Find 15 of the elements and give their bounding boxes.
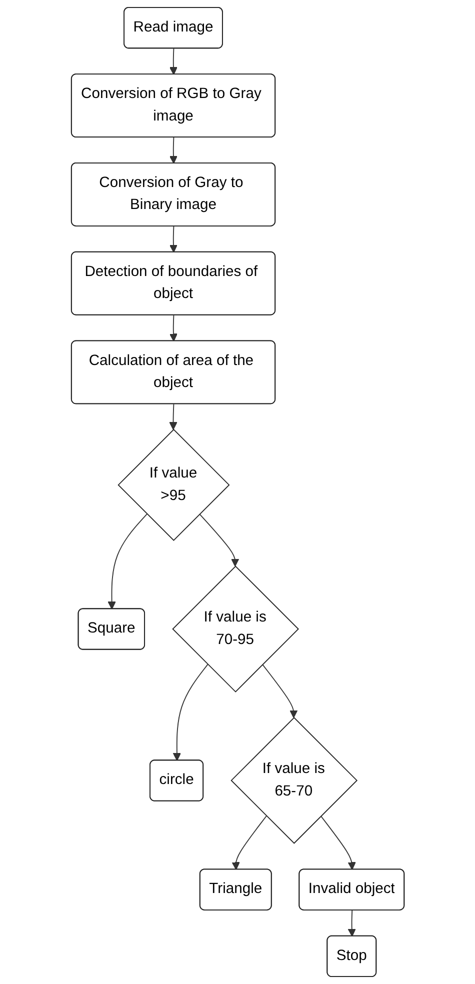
arrow <box>172 664 208 761</box>
arrow <box>107 514 148 610</box>
arrow <box>169 137 178 164</box>
arrow <box>169 314 178 342</box>
node-diamond: If value is 70-95 <box>172 566 299 692</box>
arrow <box>169 48 178 75</box>
node-diamond: If value is 65-70 <box>230 717 358 844</box>
arrow <box>169 226 178 253</box>
arrow <box>198 514 239 567</box>
arrow <box>232 816 267 870</box>
node-diamond: If value >95 <box>117 428 230 541</box>
arrow <box>320 816 356 870</box>
arrow <box>168 404 178 430</box>
arrow <box>348 910 356 937</box>
arrow <box>262 664 298 718</box>
